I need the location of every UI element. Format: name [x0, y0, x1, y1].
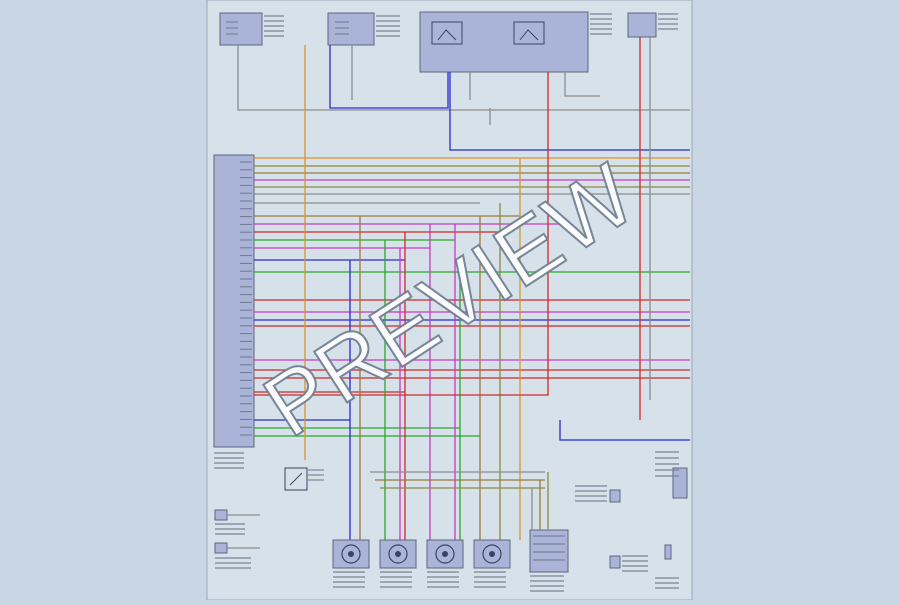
- wheel-speed-sensor-3-core: [442, 551, 448, 557]
- small-connector-2: [609, 555, 621, 569]
- switch: [284, 467, 308, 491]
- relay-2-contact: [519, 29, 539, 41]
- fuse-block-a: [219, 12, 263, 46]
- fuse-a-wire: [237, 45, 690, 111]
- wheel-speed-sensor-2-core: [395, 551, 401, 557]
- wheel-speed-sensor-2-symbol: [388, 544, 408, 564]
- small-connector-3: [664, 544, 672, 560]
- switch-contact: [289, 472, 303, 486]
- junction-wire: [559, 420, 690, 441]
- wheel-speed-sensor-1-symbol: [341, 544, 361, 564]
- ground-connector-2: [214, 542, 228, 554]
- wheel-speed-sensor-1-core: [348, 551, 354, 557]
- junction-connector-right: [672, 467, 688, 499]
- control-module: [213, 154, 255, 448]
- fuse-b-wire-blue: [329, 45, 449, 109]
- relay-2: [513, 21, 545, 45]
- wheel-speed-sensor-3-symbol: [435, 544, 455, 564]
- data-link-connector: [529, 529, 569, 573]
- ground-connector-1: [214, 509, 228, 521]
- connector-top-right: [627, 12, 657, 38]
- small-connector-1: [609, 489, 621, 503]
- wheel-speed-sensor-4-symbol: [482, 544, 502, 564]
- relay-wire-blue: [449, 72, 690, 151]
- relay-box: [419, 11, 589, 73]
- fuse-block-b: [327, 12, 375, 46]
- relay-1: [431, 21, 463, 45]
- relay-wire-red: [254, 72, 549, 396]
- wheel-speed-sensor-4-core: [489, 551, 495, 557]
- relay-wire-2: [564, 72, 600, 97]
- relay-1-contact: [437, 29, 457, 41]
